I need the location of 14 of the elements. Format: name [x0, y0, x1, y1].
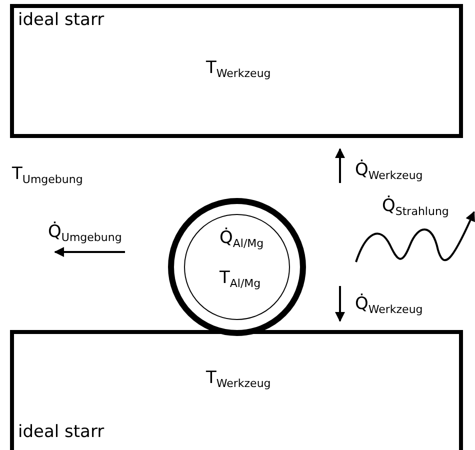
rigid-block: [10, 330, 463, 450]
heat-flow-label: Q̇$_{Umgebung}$: [48, 222, 122, 244]
temperature-label: T$_{Werkzeug}$: [206, 58, 271, 80]
rigid-block: [10, 4, 463, 138]
heat-flow-label: Q̇$_{Werkzeug}$: [355, 160, 423, 182]
heat-flow-label: Q̇$_{Strahlung}$: [382, 196, 449, 218]
temperature-label: T$_{Werkzeug}$: [206, 368, 271, 390]
block-label: ideal starr: [18, 422, 104, 442]
outer-ring: [168, 198, 306, 336]
block-label: ideal starr: [18, 10, 104, 30]
temperature-label: T$_{Al/Mg}$: [220, 268, 261, 290]
inner-circle: [184, 214, 290, 320]
heat-flow-label: Q̇$_{Al/Mg}$: [220, 228, 264, 250]
temperature-label: T$_{Umgebung}$: [12, 164, 83, 186]
